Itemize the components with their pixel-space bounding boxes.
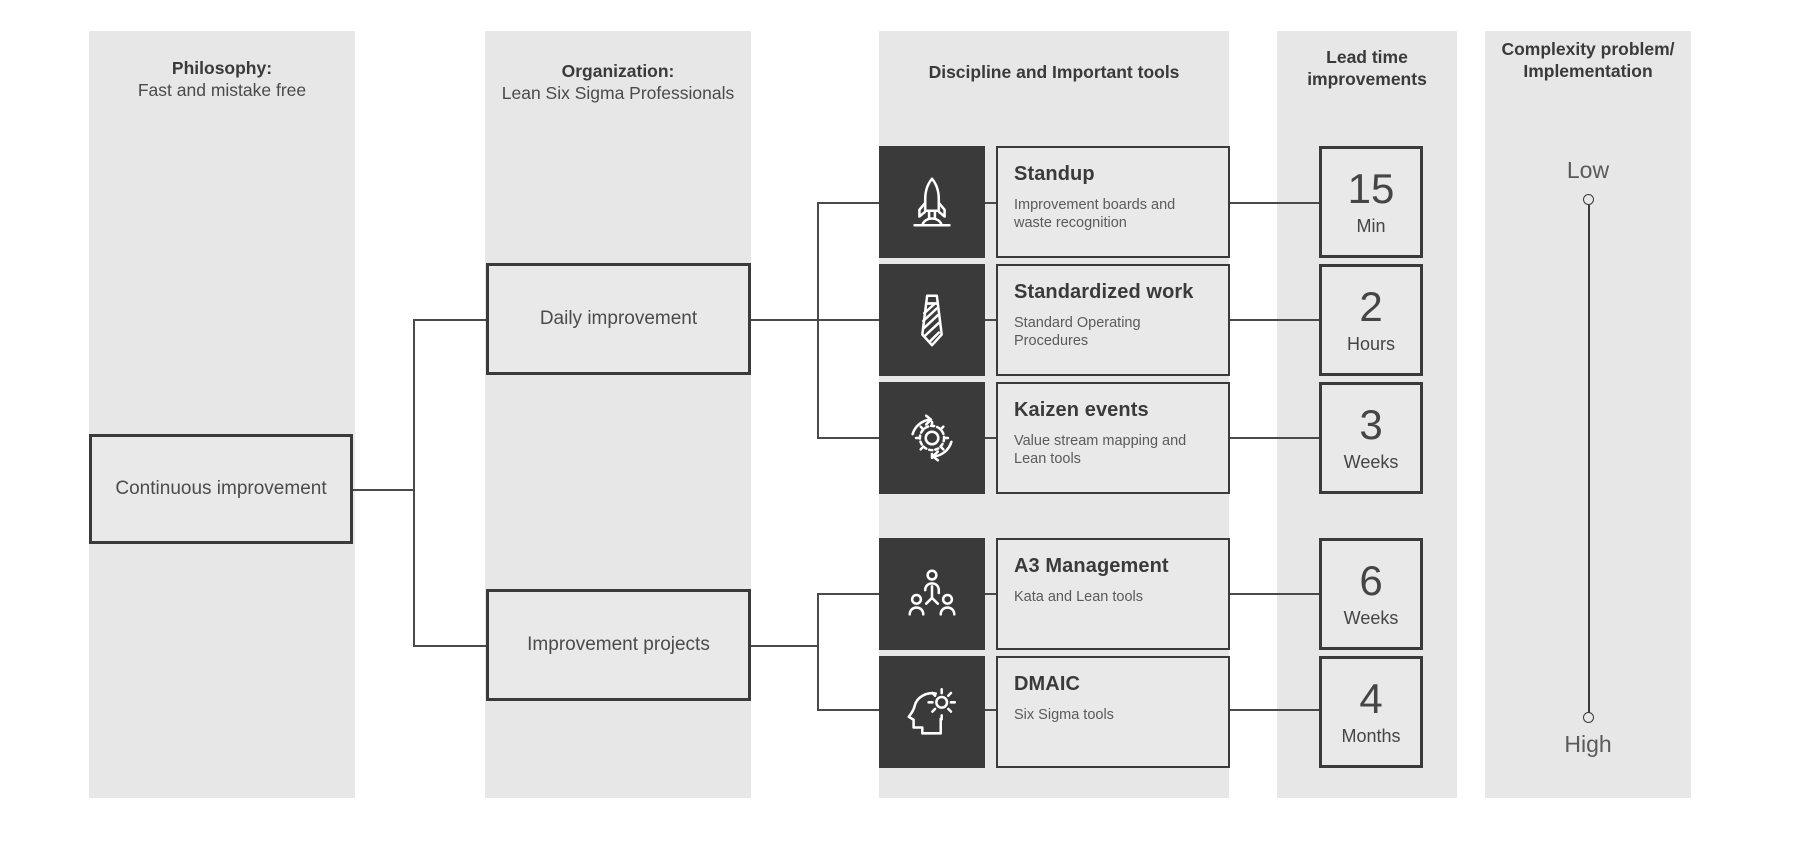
lead-time-value: 2 bbox=[1359, 282, 1383, 330]
complexity-scale-top-dot bbox=[1583, 194, 1594, 205]
lead-time-value: 4 bbox=[1359, 674, 1383, 722]
lead-time-box-a3-management: 6 Weeks bbox=[1319, 538, 1423, 650]
tool-icon-tile-kaizen bbox=[879, 382, 985, 494]
column-title: Discipline and Important tools bbox=[928, 62, 1180, 82]
tool-icon-tile-a3-management bbox=[879, 538, 985, 650]
connector-stdwork-to-lead bbox=[1229, 319, 1319, 321]
connector-projects-to-fan bbox=[749, 645, 818, 647]
scale-label-text: Low bbox=[1566, 157, 1610, 183]
column-subtitle: Lean Six Sigma Professionals bbox=[501, 83, 735, 104]
column-subtitle: Implementation bbox=[1523, 61, 1653, 82]
column-subtitle: improvements bbox=[1307, 69, 1427, 90]
column-title: Organization: bbox=[561, 61, 675, 81]
head-gear-icon bbox=[907, 687, 957, 735]
column-header-complexity: Complexity problem/ Implementation bbox=[1485, 38, 1691, 83]
node-improvement-projects[interactable]: Improvement projects bbox=[486, 589, 751, 701]
complexity-scale-top-label: Low bbox=[1485, 157, 1691, 184]
tool-subtitle: Improvement boards and waste recognition bbox=[1014, 197, 1176, 232]
node-label: Daily improvement bbox=[539, 308, 698, 330]
lead-time-box-dmaic: 4 Months bbox=[1319, 656, 1423, 768]
column-header-leadtime: Lead time improvements bbox=[1277, 46, 1457, 91]
tool-title: Standup bbox=[1014, 163, 1095, 185]
rocket-icon bbox=[913, 177, 951, 227]
lead-time-box-standup: 15 Min bbox=[1319, 146, 1423, 258]
tool-card-kaizen[interactable]: Kaizen events Value stream mapping and L… bbox=[996, 382, 1230, 494]
column-panel-philosophy bbox=[89, 31, 355, 798]
tool-subtitle: Kata and Lean tools bbox=[1014, 589, 1143, 605]
lead-time-value: 3 bbox=[1359, 400, 1383, 448]
lead-time-unit: Hours bbox=[1346, 333, 1395, 354]
team-icon bbox=[908, 569, 956, 616]
tool-icon-tile-standup bbox=[879, 146, 985, 258]
column-subtitle: Fast and mistake free bbox=[137, 80, 307, 101]
tool-subtitle: Value stream mapping and Lean tools bbox=[1014, 433, 1187, 468]
tool-subtitle: Standard Operating Procedures bbox=[1014, 315, 1141, 350]
gear-cycle-icon bbox=[911, 414, 953, 462]
connector-dmaic-to-lead bbox=[1229, 709, 1319, 711]
complexity-scale-bottom-dot bbox=[1583, 712, 1594, 723]
column-header-discipline: Discipline and Important tools bbox=[879, 61, 1229, 83]
connector-daily-to-fan bbox=[749, 319, 818, 321]
connector-trunk-to-projects bbox=[413, 645, 486, 647]
tool-title: Kaizen events bbox=[1014, 399, 1149, 421]
lead-time-unit: Months bbox=[1341, 725, 1401, 746]
node-continuous-improvement[interactable]: Continuous improvement bbox=[89, 434, 353, 544]
lead-time-value: 15 bbox=[1347, 164, 1395, 212]
lead-time-value: 6 bbox=[1359, 556, 1383, 604]
tool-card-a3-management[interactable]: A3 Management Kata and Lean tools bbox=[996, 538, 1230, 650]
connector-kaizen-to-lead bbox=[1229, 437, 1319, 439]
lead-time-box-kaizen: 3 Weeks bbox=[1319, 382, 1423, 494]
tool-title: Standardized work bbox=[1014, 281, 1194, 303]
necktie-icon bbox=[921, 294, 943, 347]
complexity-scale-bottom-label: High bbox=[1485, 731, 1691, 758]
tool-title: DMAIC bbox=[1014, 673, 1081, 695]
tool-icon-tile-dmaic bbox=[879, 656, 985, 768]
node-daily-improvement[interactable]: Daily improvement bbox=[486, 263, 751, 375]
connector-trunk-to-daily bbox=[413, 319, 486, 321]
tool-icon-tile-standardized-work bbox=[879, 264, 985, 376]
tool-title: A3 Management bbox=[1014, 555, 1169, 577]
tool-card-standup[interactable]: Standup Improvement boards and waste rec… bbox=[996, 146, 1230, 258]
connector-a3-to-lead bbox=[1229, 593, 1319, 595]
tool-subtitle: Six Sigma tools bbox=[1014, 707, 1114, 723]
lead-time-box-standardized-work: 2 Hours bbox=[1319, 264, 1423, 376]
tool-card-dmaic[interactable]: DMAIC Six Sigma tools bbox=[996, 656, 1230, 768]
complexity-scale-line bbox=[1588, 205, 1590, 714]
lead-time-unit: Weeks bbox=[1343, 451, 1399, 472]
connector-root-to-trunk bbox=[352, 489, 414, 491]
connector-trunk-vertical bbox=[413, 319, 415, 646]
tool-card-standardized-work[interactable]: Standardized work Standard Operating Pro… bbox=[996, 264, 1230, 376]
node-label: Improvement projects bbox=[527, 634, 710, 656]
scale-label-text: High bbox=[1564, 731, 1612, 757]
lead-time-unit: Weeks bbox=[1343, 607, 1399, 628]
lead-time-unit: Min bbox=[1356, 215, 1386, 236]
column-title: Philosophy: bbox=[171, 58, 273, 78]
column-title: Lead time bbox=[1326, 47, 1408, 67]
connector-standup-to-lead bbox=[1229, 202, 1319, 204]
column-title: Complexity problem/ bbox=[1501, 39, 1675, 59]
column-header-philosophy: Philosophy: Fast and mistake free bbox=[89, 57, 355, 102]
column-header-organization: Organization: Lean Six Sigma Professiona… bbox=[475, 60, 761, 105]
connector-projects-fan-vertical bbox=[817, 593, 819, 709]
node-label: Continuous improvement bbox=[115, 478, 327, 500]
